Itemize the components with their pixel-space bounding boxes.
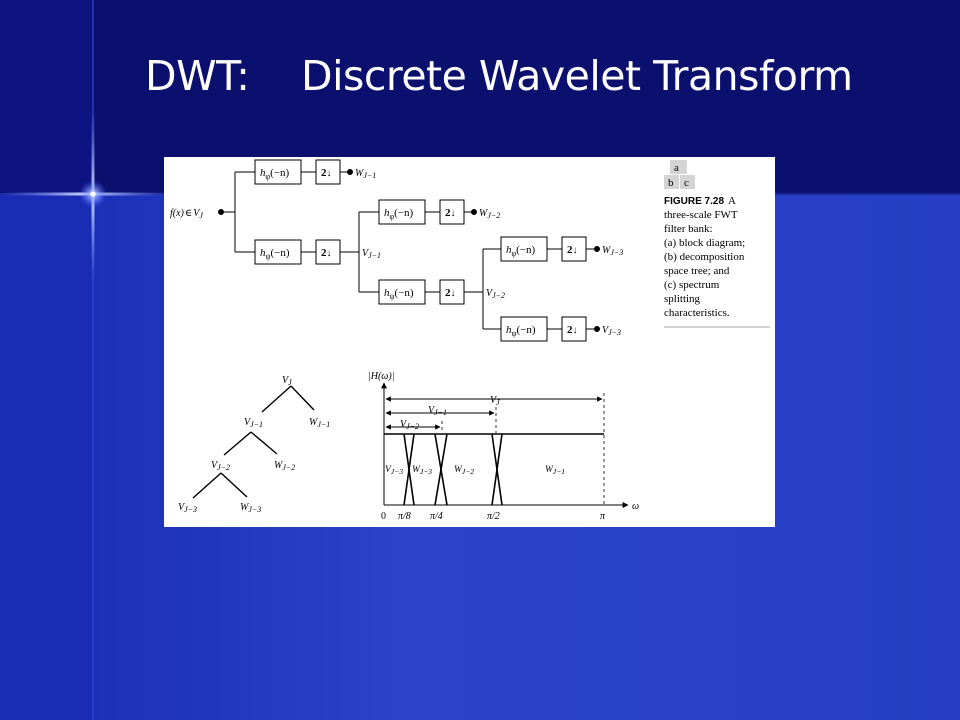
downsampler-label: 2↓ xyxy=(321,167,332,179)
filter-label: hφ(−n) xyxy=(506,244,535,258)
span-label: VJ−2 xyxy=(400,419,419,431)
caption-line: (c) spectrum xyxy=(664,279,720,291)
band-label: WJ−1 xyxy=(545,465,565,476)
caption-line: (b) decomposition xyxy=(664,251,745,263)
panel-key: a b c xyxy=(664,160,695,189)
tree-node: VJ−3 xyxy=(178,502,197,514)
downsampler xyxy=(315,239,341,265)
highpass-filter-stage3 xyxy=(500,316,548,342)
band-label: WJ−3 xyxy=(412,465,432,476)
slide-title: DWT: Discrete Wavelet Transform xyxy=(145,52,853,100)
tree-node: WJ−2 xyxy=(274,460,295,472)
title-label: DWT: xyxy=(145,52,250,100)
panel-key-a: a xyxy=(674,162,679,174)
x-tick: π xyxy=(600,511,606,522)
caption-line: characteristics. xyxy=(664,307,730,319)
tree-node: WJ−1 xyxy=(309,417,330,429)
downsampler xyxy=(439,279,465,305)
filter-label: hψ(−n) xyxy=(384,287,414,301)
filter-label: hψ(−n) xyxy=(260,247,290,261)
lowpass-filter-stage3 xyxy=(500,236,548,262)
output-label: VJ−3 xyxy=(602,325,621,337)
output-label: WJ−1 xyxy=(355,168,376,180)
span-label: VJ xyxy=(490,395,500,407)
input-label: f(x)∈VJ xyxy=(170,208,203,220)
band-label: WJ−2 xyxy=(454,465,474,476)
caption-line: space tree; and xyxy=(664,265,730,277)
output-label: WJ−3 xyxy=(602,245,623,257)
block-diagram xyxy=(218,169,600,332)
spectrum-plot: |H(ω)| ω VJ VJ−1 VJ−2 xyxy=(368,371,639,522)
x-tick: π/4 xyxy=(430,511,443,522)
x-tick: π/2 xyxy=(487,511,500,522)
downsampler-label: 2↓ xyxy=(321,247,332,259)
tree-node: WJ−3 xyxy=(240,502,261,514)
spectrum-x-label: ω xyxy=(632,501,639,512)
output-label: WJ−2 xyxy=(479,208,500,220)
band-label: VJ−3 xyxy=(385,465,403,476)
title-text: Discrete Wavelet Transform xyxy=(301,52,853,100)
caption-line: three-scale FWT xyxy=(664,209,738,221)
x-tick: 0 xyxy=(381,511,386,522)
lowpass-filter-stage2 xyxy=(378,199,426,225)
downsampler xyxy=(439,199,465,225)
tree-node: VJ−1 xyxy=(244,417,263,429)
panel-key-b: b xyxy=(668,177,674,189)
tree-node: VJ xyxy=(282,375,292,387)
downsampler-label: 2↓ xyxy=(445,207,456,219)
filter-label: hφ(−n) xyxy=(260,167,289,181)
downsampler xyxy=(561,316,587,342)
figure-caption: FIGURE 7.28 A three-scale FWT filter bank… xyxy=(664,195,770,328)
panel-key-c: c xyxy=(684,177,689,189)
intermediate-label: VJ−1 xyxy=(362,248,381,260)
lowpass-filter-stage1 xyxy=(254,159,302,185)
caption-line: (a) block diagram; xyxy=(664,237,745,249)
caption-line: A xyxy=(728,195,736,207)
svg-text:FIGURE 7.28A: FIGURE 7.28 A xyxy=(664,195,736,207)
highpass-filter-stage2 xyxy=(378,279,426,305)
sparkle-icon xyxy=(0,110,170,280)
left-vertical-band xyxy=(0,195,93,720)
span-label: VJ−1 xyxy=(428,405,447,417)
intermediate-label: VJ−2 xyxy=(486,288,505,300)
downsampler-label: 2↓ xyxy=(445,287,456,299)
tree-node: VJ−2 xyxy=(211,460,230,472)
filter-label: hφ(−n) xyxy=(384,207,413,221)
downsampler xyxy=(561,236,587,262)
downsampler-label: 2↓ xyxy=(567,324,578,336)
caption-line: splitting xyxy=(664,293,701,305)
caption-label: FIGURE 7.28 xyxy=(664,196,724,207)
figure-panel: hφ(−n) hψ(−n) hφ(−n) hψ(−n) hφ(−n) hψ(−n… xyxy=(164,157,775,527)
downsampler-label: 2↓ xyxy=(567,244,578,256)
x-tick: π/8 xyxy=(398,511,411,522)
spectrum-y-label: |H(ω)| xyxy=(368,371,394,382)
caption-line: filter bank: xyxy=(664,223,713,235)
downsampler-blocks: 2↓ 2↓ 2↓ 2↓ 2↓ 2↓ xyxy=(315,159,587,342)
decomposition-tree: VJ VJ−1 WJ−1 VJ−2 WJ−2 VJ−3 WJ−3 xyxy=(178,375,330,514)
highpass-filter-stage1 xyxy=(254,239,302,265)
filter-label: hψ(−n) xyxy=(506,324,536,338)
downsampler xyxy=(315,159,341,185)
figure-svg: hφ(−n) hψ(−n) hφ(−n) hψ(−n) hφ(−n) hψ(−n… xyxy=(170,159,770,522)
